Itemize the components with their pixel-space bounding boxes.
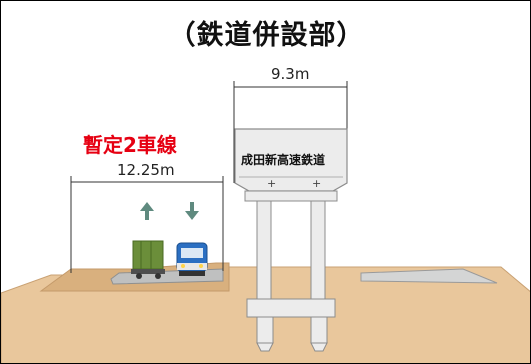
pile-left-tip: [256, 342, 274, 352]
pile-right-tip: [310, 342, 328, 352]
road-width-label: 12.25m: [117, 161, 175, 179]
pier-left: [256, 200, 272, 302]
cap-beam: [244, 190, 338, 202]
rail-plus-right: +: [312, 177, 321, 190]
pile-right: [310, 316, 328, 344]
rail-section-label: 成田新高速鉄道: [241, 153, 326, 167]
footing: [246, 298, 336, 318]
rail-plus-left: +: [267, 177, 276, 190]
down-arrow-icon: [185, 202, 199, 220]
truck-icon: [131, 240, 165, 279]
diagram-title: （鉄道併設部）: [168, 20, 365, 51]
car-icon: [176, 242, 208, 276]
up-arrow-icon: [140, 202, 154, 220]
future-lane-right: [360, 268, 498, 284]
pier-right: [310, 200, 326, 302]
pile-left: [256, 316, 274, 344]
rail-width-label: 9.3m: [271, 65, 310, 83]
road-section-label: 暫定2車線: [83, 133, 177, 157]
